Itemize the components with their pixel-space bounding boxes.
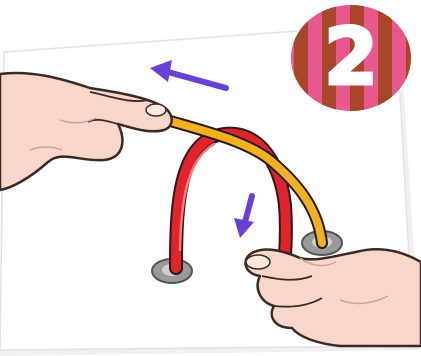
step-badge: 2 (288, 2, 414, 114)
step-number: 2 (288, 2, 414, 114)
